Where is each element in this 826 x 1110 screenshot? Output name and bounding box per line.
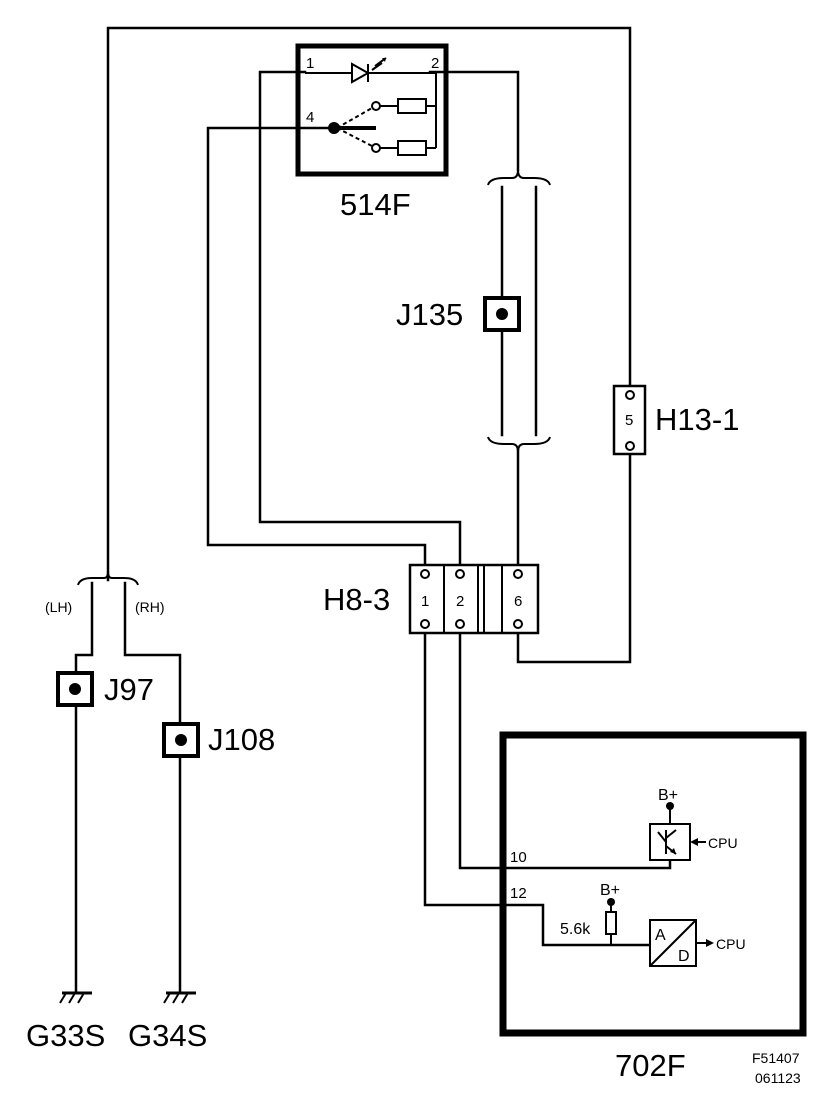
- figure-code: F51407: [752, 1050, 800, 1066]
- g33s-label: G33S: [26, 1018, 105, 1053]
- h8-3-pin-2: 2: [456, 593, 464, 610]
- ground-g34s: G34S: [128, 991, 207, 1053]
- adc-cpu-label: CPU: [716, 936, 746, 952]
- wire-514f-pin2-to-j135: [428, 70, 520, 172]
- h8-3-label: H8-3: [323, 582, 390, 617]
- wire-514f-pin1-to-h8-pin2: [258, 70, 462, 574]
- 702f-pin-12: 12: [510, 885, 527, 902]
- connector-h8-3: 1 2 6 H8-3: [323, 563, 540, 635]
- led-icon: [351, 57, 387, 84]
- connector-h13-1: 5 H13-1: [612, 384, 739, 456]
- junction-j108: J108: [162, 722, 275, 758]
- figure-date: 061123: [755, 1070, 801, 1086]
- ecu-702f: 10 12 B+ CPU B+ 5.6k: [499, 731, 807, 1083]
- transistor-supply-label: B+: [658, 787, 678, 804]
- transistor-cpu-label: CPU: [708, 835, 738, 851]
- branch-label-lh: (LH): [45, 599, 72, 615]
- 514f-pin-4: 4: [306, 109, 314, 126]
- branch-brace: [77, 571, 139, 586]
- wire-rh-branch: [123, 581, 182, 724]
- 702f-label: 702F: [615, 1048, 686, 1083]
- adc-d-label: D: [678, 948, 690, 965]
- 702f-pin-10: 10: [510, 849, 527, 866]
- wire-h8-pin2-to-702f-pin10: [458, 623, 672, 870]
- branch-label-rh: (RH): [135, 599, 165, 615]
- wire-ground-to-h13-top: [106, 26, 632, 582]
- j97-label: J97: [104, 672, 154, 707]
- j135-label: J135: [396, 297, 463, 332]
- resistor-supply-label: B+: [600, 882, 620, 899]
- wire-h13-to-h8-pin6: [516, 445, 632, 664]
- j108-label: J108: [208, 722, 275, 757]
- 514f-pin-1: 1: [306, 55, 314, 72]
- resistor-icon: [605, 898, 617, 945]
- transistor-icon: [649, 802, 706, 861]
- switch-514f: 1 2 4 514F: [295, 43, 449, 222]
- wire-514f-pin4-to-h8-pin1: [206, 126, 427, 574]
- wire-h8-pin1-to-702f-pin12: [423, 623, 652, 947]
- adc-icon: [649, 919, 714, 967]
- wires: [74, 26, 672, 994]
- wire-lh-branch: [74, 581, 94, 674]
- resistor-value-label: 5.6k: [560, 921, 591, 938]
- h8-3-pin-6: 6: [514, 593, 522, 610]
- ground-g33s: G33S: [26, 991, 105, 1053]
- 514f-label: 514F: [340, 187, 411, 222]
- g34s-label: G34S: [128, 1018, 207, 1053]
- h13-1-pin: 5: [625, 412, 633, 429]
- h13-1-label: H13-1: [655, 402, 739, 437]
- h8-3-pin-1: 1: [421, 593, 429, 610]
- adc-a-label: A: [655, 927, 666, 944]
- harness-j135: J135: [396, 169, 551, 453]
- 514f-pin-2: 2: [431, 55, 439, 72]
- junction-j97: J97: [56, 671, 154, 707]
